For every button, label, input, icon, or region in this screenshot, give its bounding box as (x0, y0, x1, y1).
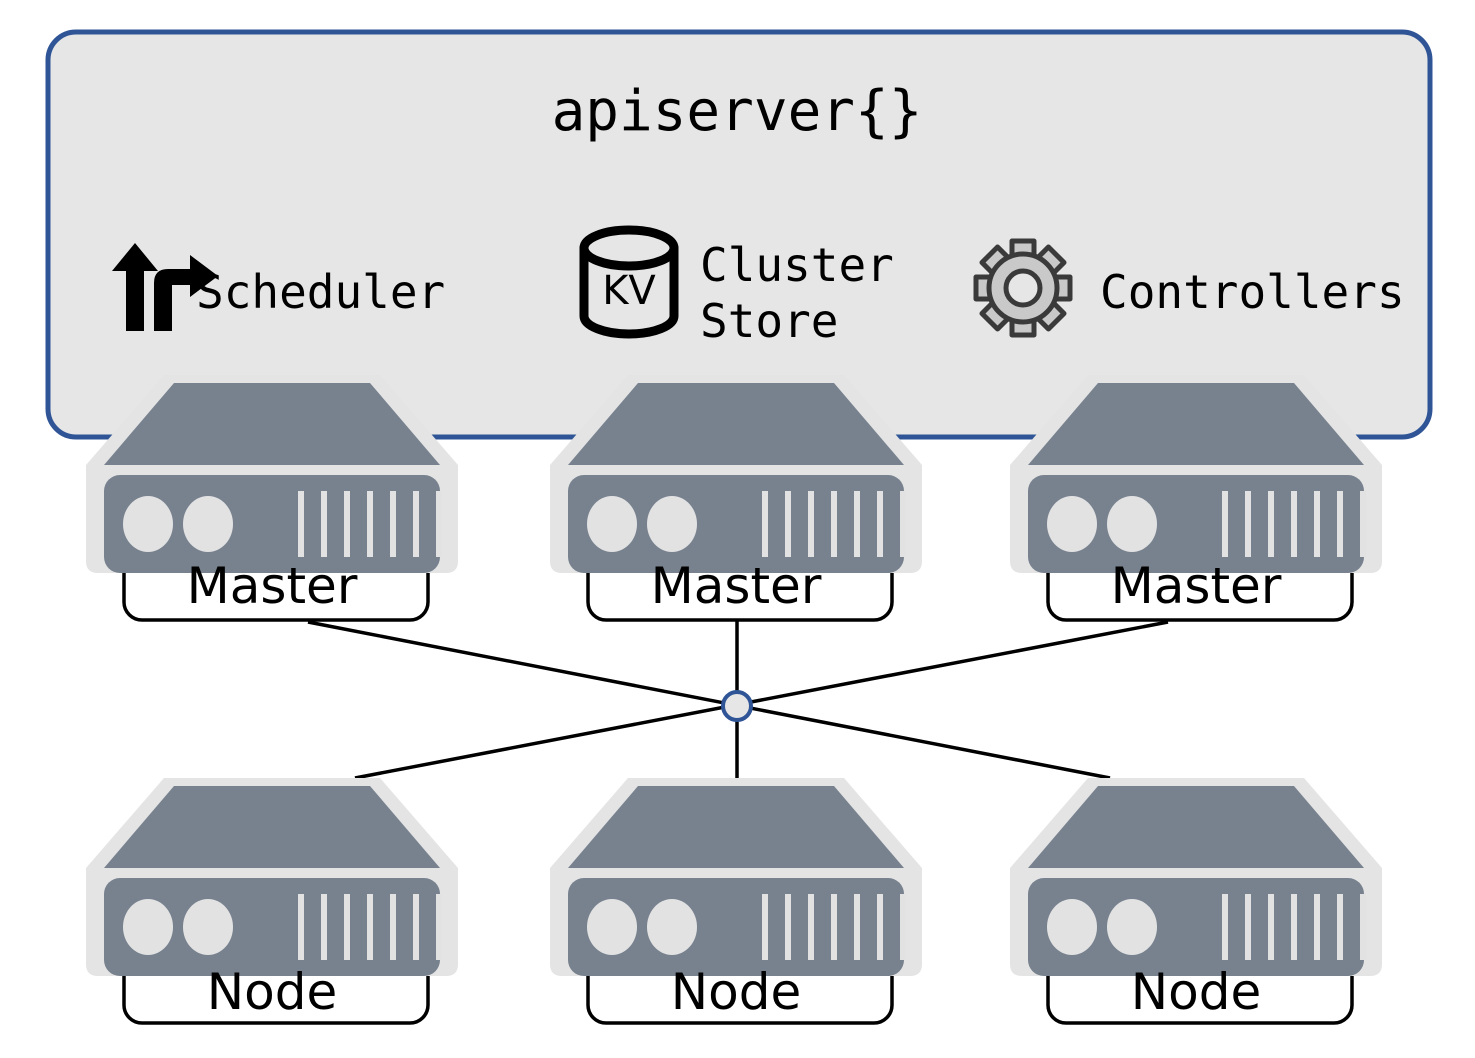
server-icon (86, 778, 458, 976)
component-scheduler: Scheduler (112, 243, 445, 331)
server-label-master-2: Master (651, 557, 822, 615)
component-label-cluster-store-line1: Cluster (700, 238, 894, 292)
server-node-1[interactable]: Node (86, 778, 458, 1021)
server-label-node-2: Node (671, 963, 802, 1021)
server-node-3[interactable]: Node (1010, 778, 1382, 1021)
server-icon (550, 375, 922, 573)
server-label-master-3: Master (1111, 557, 1282, 615)
straight-and-right-turn-arrow-icon (112, 243, 218, 331)
component-label-controllers: Controllers (1100, 265, 1405, 319)
link-master3-node1 (354, 620, 1169, 780)
gear-icon (973, 238, 1073, 338)
connection-junction-dot[interactable] (721, 690, 753, 722)
server-icon (1010, 375, 1382, 573)
database-cylinder-icon: KV (579, 225, 679, 339)
component-cluster-store: KV Cluster Store (579, 225, 894, 348)
server-master-1[interactable]: Master (86, 375, 458, 615)
component-label-cluster-store-line2: Store (700, 294, 838, 348)
server-label-node-1: Node (207, 963, 338, 1021)
server-label-master-1: Master (187, 557, 358, 615)
server-icon (550, 778, 922, 976)
database-icon-text: KV (602, 268, 656, 314)
component-label-scheduler: Scheduler (196, 265, 445, 319)
server-label-node-3: Node (1131, 963, 1262, 1021)
server-icon (1010, 778, 1382, 976)
server-master-3[interactable]: Master (1010, 375, 1382, 615)
component-controllers: Controllers (973, 238, 1405, 338)
page-title: apiserver{} (552, 79, 923, 144)
server-icon (86, 375, 458, 573)
server-node-2[interactable]: Node (550, 778, 922, 1021)
link-master1-node3 (307, 620, 1111, 780)
server-master-2[interactable]: Master (550, 375, 922, 615)
